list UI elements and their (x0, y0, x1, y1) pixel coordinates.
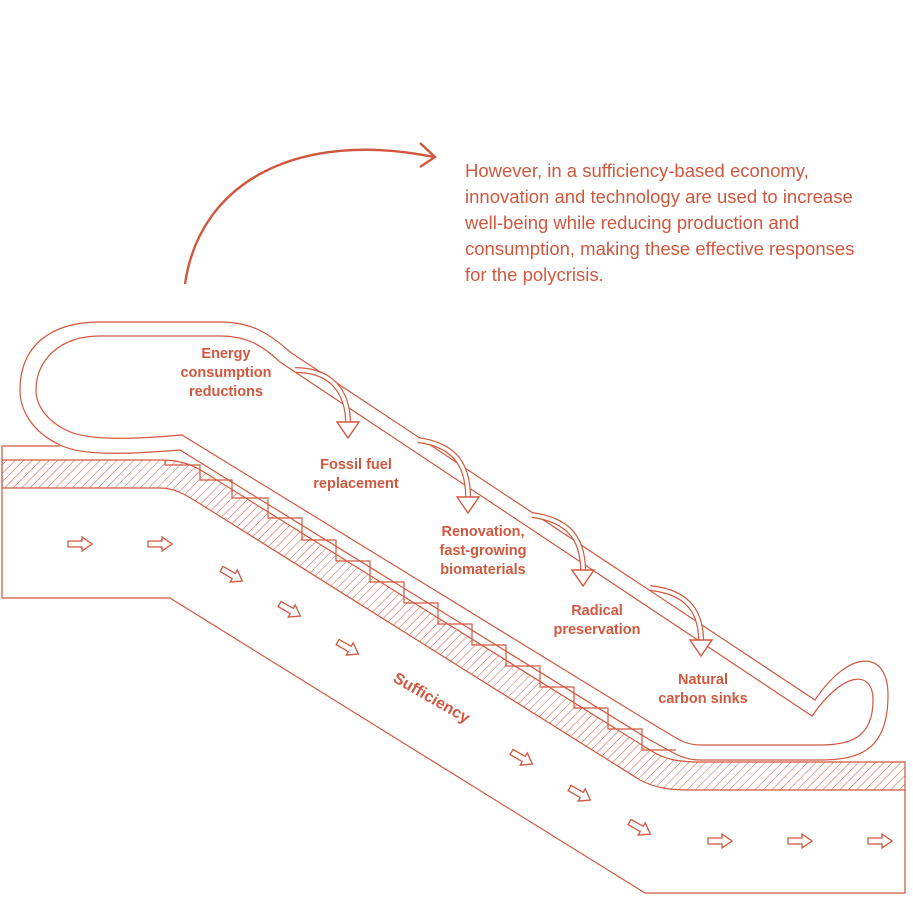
handrail-inner (35, 335, 874, 746)
handrail-label-line: Energy (201, 346, 250, 362)
outline-right-arrow-icon (509, 748, 534, 766)
outline-right-arrow-icon (277, 600, 302, 618)
handrail-label-line: Renovation, (442, 524, 525, 540)
handrail-label-line: fast-growing (440, 543, 527, 559)
handrail-label-line: carbon sinks (658, 691, 747, 707)
curved-down-arrow-icon (531, 512, 596, 588)
handrail-label-line: Radical (571, 603, 623, 619)
handrail-label-line: Fossil fuel (320, 457, 392, 473)
caption-line: innovation and technology are used to in… (465, 186, 853, 207)
handrail-label: Fossil fuel replacement (313, 457, 399, 492)
caption-line: for the polycrisis. (465, 264, 604, 285)
handrail-label-line: replacement (313, 476, 399, 492)
handrail-label-line: reductions (189, 384, 263, 400)
escalator-steps (164, 460, 676, 751)
handrail-label-line: consumption (180, 365, 271, 381)
handrail-label-line: Natural (678, 672, 728, 688)
escalator-handrail (19, 321, 889, 761)
caption-line: However, in a sufficiency-based economy, (465, 160, 809, 181)
curved-down-arrow-icon (649, 585, 714, 658)
outline-right-arrow-icon (787, 832, 814, 850)
outline-right-arrow-icon (67, 535, 94, 553)
handrail-label-line: preservation (553, 622, 640, 638)
outline-right-arrow-icon (627, 818, 652, 836)
outline-right-arrow-icon (567, 784, 592, 802)
handrail-label: Renovation, fast-growing biomaterials (440, 524, 527, 578)
handrail-label: Natural carbon sinks (658, 672, 747, 707)
outline-right-arrow-icon (219, 565, 244, 583)
sufficiency-label: Sufficiency (390, 670, 473, 727)
outline-right-arrow-icon (707, 832, 734, 850)
outline-right-arrow-icon (867, 832, 894, 850)
flow-arrows (67, 535, 894, 850)
escalator-base (1, 445, 906, 894)
base-outline (1, 445, 906, 894)
handrail-outer (19, 321, 889, 761)
curved-down-arrow-icon (417, 437, 481, 515)
outline-right-arrow-icon (147, 535, 174, 553)
handrail-label-line: biomaterials (440, 562, 525, 578)
caption-line: well-being while reducing production and (465, 212, 800, 233)
caption-text: However, in a sufficiency-based economy,… (465, 158, 910, 288)
handrail-label: Energy consumption reductions (180, 346, 271, 400)
curved-arrow-icon (183, 142, 437, 285)
hatched-band (1, 459, 906, 791)
caption-line: consumption, making these effective resp… (465, 238, 855, 259)
curved-down-arrow-icon (294, 367, 361, 440)
label-arrows (294, 367, 714, 658)
handrail-label: Radical preservation (553, 603, 640, 638)
outline-right-arrow-icon (335, 638, 360, 656)
